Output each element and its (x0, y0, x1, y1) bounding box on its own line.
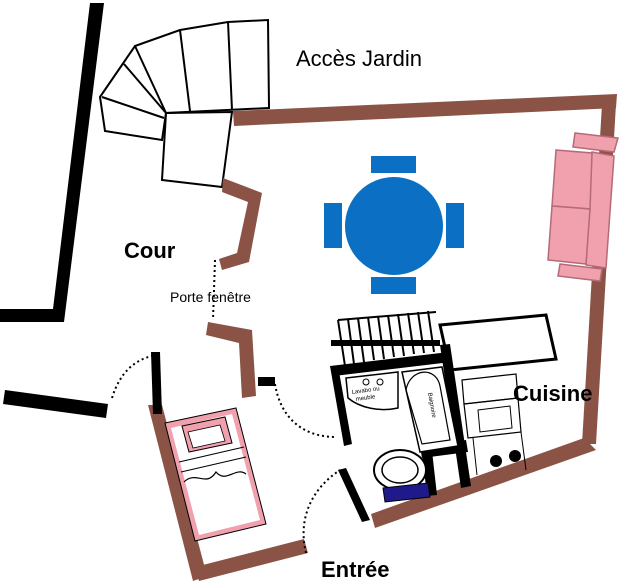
sofa-arm-top (572, 132, 619, 153)
drain-icon (376, 378, 384, 386)
courtyard-door-swing (111, 355, 153, 399)
lower-left-wall (148, 405, 207, 581)
bed (164, 407, 267, 542)
hob-burner-icon (490, 455, 502, 467)
kitchen-label: Cuisine (513, 381, 592, 406)
bathtub-label: Baignoire (426, 392, 436, 419)
tap-icon (362, 378, 370, 386)
toilet-tank (382, 482, 431, 503)
sink-icon (477, 405, 513, 433)
room-labels: Accès Jardin Cour Porte fenêtre Cuisine … (124, 46, 592, 582)
blanket-edge (183, 470, 247, 483)
interior-staircase (331, 310, 440, 367)
chair-left (324, 203, 342, 248)
chair-top (371, 156, 416, 173)
top-wall (233, 94, 617, 126)
sofa (547, 132, 619, 282)
entry-door-leaf (338, 468, 370, 522)
bottom-right-wall (371, 438, 596, 528)
dining-table (324, 156, 464, 294)
left-boundary-wall (0, 3, 104, 322)
french-door-opening (212, 259, 216, 321)
door-swings (111, 259, 341, 554)
lower-left-wall-stub (3, 390, 108, 418)
black-wall-stubs (151, 352, 370, 522)
garden-access-label: Accès Jardin (296, 46, 422, 71)
entrance-door-swing (302, 469, 341, 554)
chair-right (446, 203, 464, 248)
stair-outline (98, 18, 271, 142)
bathroom-left-wall (330, 366, 352, 446)
sofa-arm-bottom (557, 263, 603, 282)
exterior-black-walls (0, 3, 108, 418)
hob-burner-icon (509, 450, 521, 462)
courtyard-label: Cour (124, 238, 176, 263)
bathroom-top-wall (330, 352, 451, 376)
washbasin: Lavabo ou meuble (345, 371, 399, 411)
chair-bottom (371, 277, 416, 294)
stair-landing (160, 110, 234, 189)
entry-left-post (151, 352, 162, 414)
toilet (373, 449, 431, 503)
table-top (345, 177, 443, 275)
french-door-label: Porte fenêtre (170, 289, 251, 305)
upper-left-wall-segment (219, 178, 262, 270)
kitchen-appliances (461, 373, 527, 476)
bedroom-door-post (258, 377, 275, 386)
bathtub: Baignoire (401, 366, 459, 453)
middle-left-wall-segment (206, 322, 256, 398)
washbasin-label-1: Lavabo ou (351, 386, 380, 396)
sofa-cushion-top (551, 149, 593, 210)
sofa-cushion-bottom (547, 205, 591, 265)
bottom-left-wall (195, 539, 308, 581)
entrance-label: Entrée (321, 557, 389, 582)
spiral-staircase (98, 18, 271, 189)
washbasin-label-2: meuble (355, 394, 376, 403)
bedroom-door-swing (274, 383, 337, 438)
kitchen-counter (438, 313, 558, 372)
